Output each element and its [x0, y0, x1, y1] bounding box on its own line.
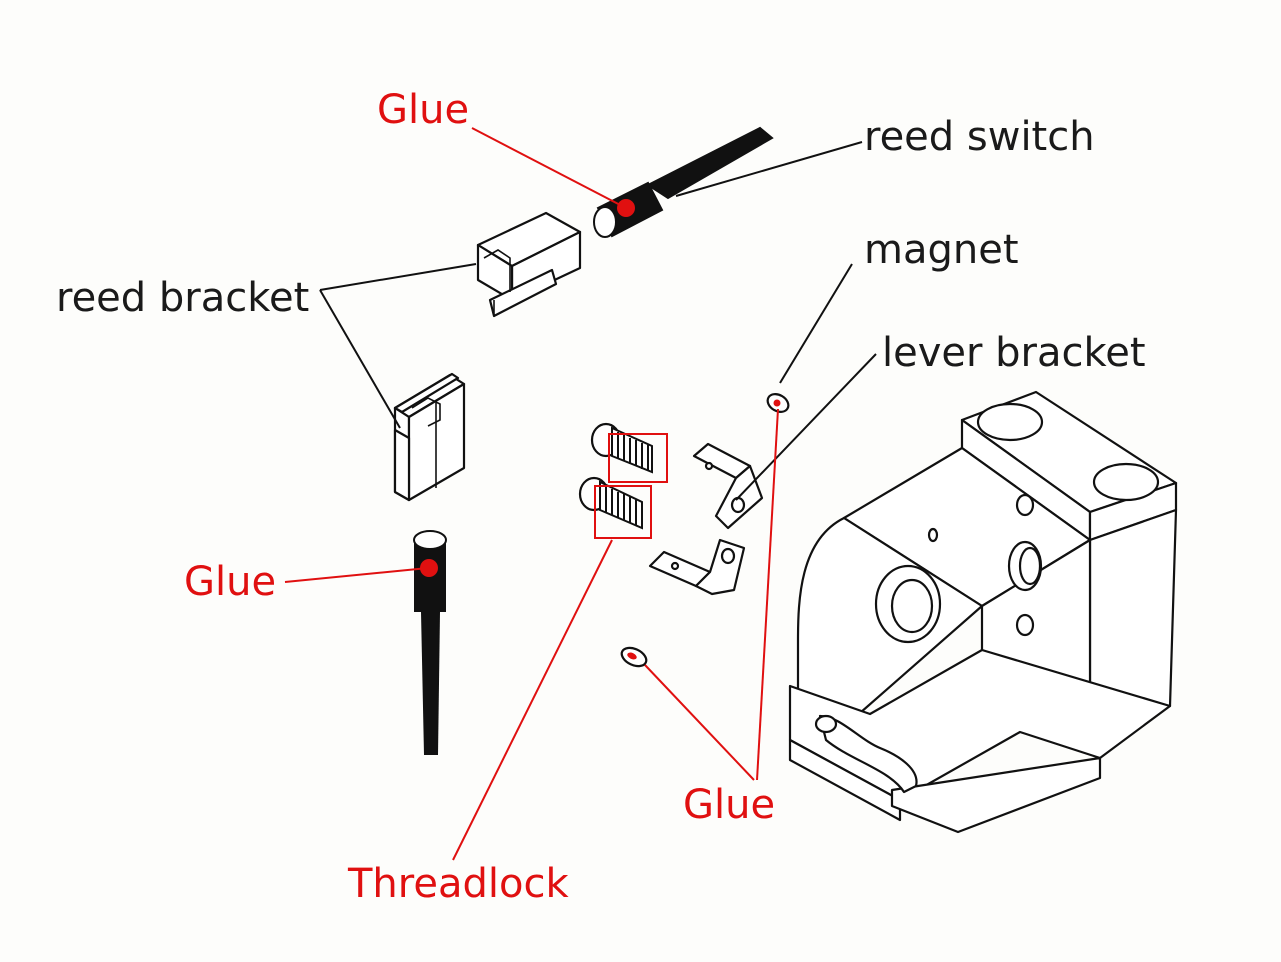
reed-switch-part: [593, 126, 774, 238]
threadlock-label: Threadlock: [348, 861, 569, 907]
reed-bracket-upper: [476, 211, 582, 318]
magnet-label: magnet: [864, 227, 1019, 273]
main-block: [788, 390, 1178, 834]
annotation-marks: [284, 127, 779, 861]
leader-lines: [319, 141, 877, 501]
glue-label-top: Glue: [377, 87, 470, 133]
screw-upper: [590, 422, 653, 474]
reed-switch-label: reed switch: [864, 114, 1095, 160]
lever-bracket-label: lever bracket: [882, 330, 1146, 376]
magnet-upper: [766, 393, 790, 413]
lever-bracket-lower: [648, 538, 746, 596]
glue-label-bottom: Glue: [683, 782, 776, 828]
reed-bracket-label: reed bracket: [56, 275, 310, 321]
magnet-lower: [620, 646, 648, 668]
reed-bracket-lower: [393, 372, 466, 502]
glue-label-left: Glue: [184, 559, 277, 605]
lever-bracket-upper: [692, 442, 764, 530]
